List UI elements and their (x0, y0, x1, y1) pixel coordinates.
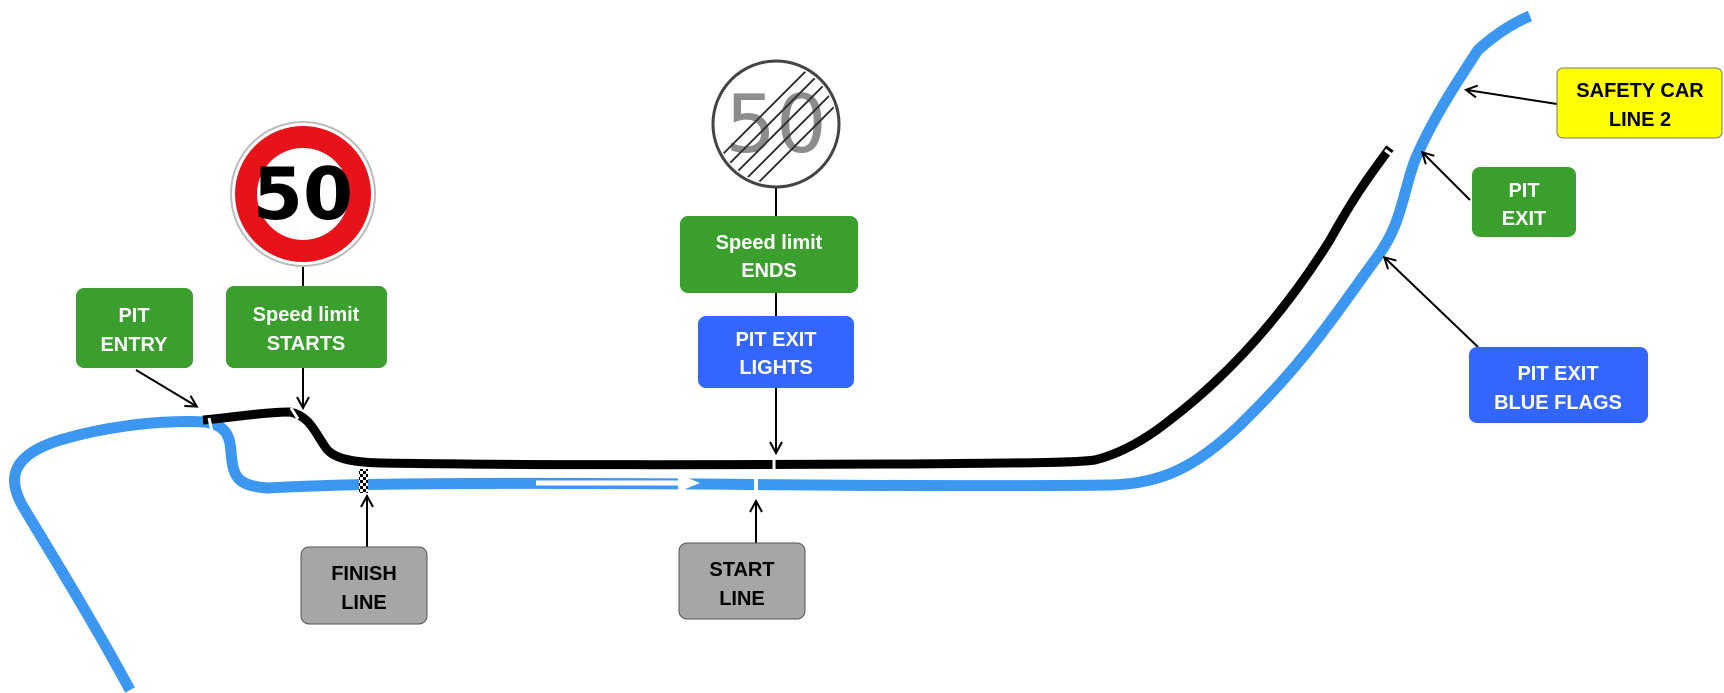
pit-exit-lights-line-2: LIGHTS (739, 357, 812, 379)
finish-line-line-2: LINE (341, 592, 387, 614)
safety-car-line-2-arrow (1467, 90, 1558, 105)
safety-car-line-2-line-1: SAFETY CAR (1576, 80, 1704, 102)
pit-exit-blue-flags-label: PIT EXIT BLUE FLAGS (1469, 347, 1648, 423)
speed-limit-ends-label: Speed limit ENDS (680, 216, 858, 293)
pit-exit-blue-flags-arrow (1385, 258, 1479, 348)
end-speed-limit-50-sign-icon: 50 (711, 59, 841, 216)
pit-exit-blue-flags-line-1: PIT EXIT (1517, 363, 1598, 385)
speed-limit-50-sign-icon: 50 (230, 121, 376, 286)
safety-car-line-2-marker (1431, 76, 1448, 88)
speed-limit-start-marker (289, 407, 300, 420)
speed-limit-starts-line-1: Speed limit (253, 304, 360, 326)
race-track (9, 10, 1533, 693)
pit-entry-line-1: PIT (118, 305, 149, 327)
pit-exit-blue-flags-line-2: BLUE FLAGS (1494, 392, 1622, 414)
speed-limit-ends-line-1: Speed limit (716, 232, 823, 254)
finish-line-line-1: FINISH (331, 563, 397, 585)
pit-entry-arrow (135, 369, 196, 406)
pit-entry-label: PIT ENTRY (76, 288, 193, 368)
pit-entry-line-2: ENTRY (100, 334, 168, 356)
start-line-label: START LINE (678, 542, 806, 620)
speed-limit-value: 50 (253, 152, 353, 236)
pit-exit-arrow (1423, 153, 1471, 201)
direction-arrow-icon (536, 474, 700, 492)
pit-exit-lights-label: PIT EXIT LIGHTS (698, 316, 854, 388)
start-line-line-1: START (709, 559, 774, 581)
speed-limit-starts-label: Speed limit STARTS (226, 286, 387, 368)
safety-car-line-2-label: SAFETY CAR LINE 2 (1556, 67, 1723, 139)
pit-lane (202, 145, 1394, 470)
start-line-line-2: LINE (719, 588, 765, 610)
speed-limit-ends-line-2: ENDS (741, 260, 797, 282)
pit-exit-label: PIT EXIT (1472, 167, 1576, 237)
safety-car-line-2-line-2: LINE 2 (1609, 109, 1671, 131)
end-limit-value: 50 (725, 78, 827, 171)
pit-exit-line-1: PIT (1508, 180, 1539, 202)
pit-exit-line-2: EXIT (1502, 208, 1546, 230)
checkered-line-icon (359, 469, 368, 493)
pit-entry-marker (207, 417, 215, 437)
finish-line-label: FINISH LINE (300, 546, 428, 625)
pit-exit-lights-line-1: PIT EXIT (735, 329, 816, 351)
speed-limit-starts-line-2: STARTS (267, 333, 346, 355)
pit-exit-marker (1384, 148, 1397, 160)
